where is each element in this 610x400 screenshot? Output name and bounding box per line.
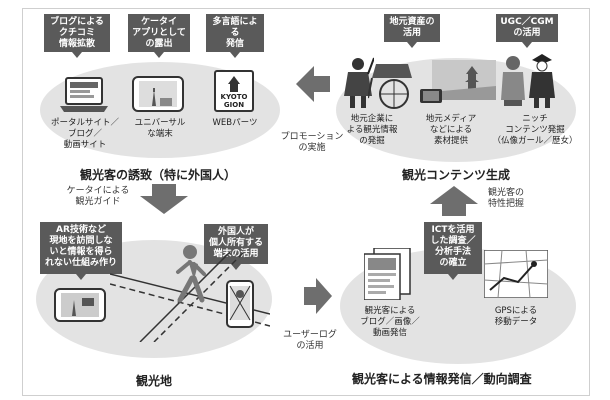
label-tourist-blog: 観光客による ブログ／画像／ 動画発信 <box>360 306 420 338</box>
label-universal-device: ユニバーサル な端末 <box>134 118 186 139</box>
pagoda-scene-icon <box>432 60 496 100</box>
callout-local-assets: 地元資産の 活用 <box>384 14 440 48</box>
smartphone-icon <box>132 76 184 112</box>
promotion-arrow <box>296 64 330 104</box>
rickshaw-icon <box>367 58 418 110</box>
kyoto-gion-badge-icon: KYOTO GION <box>214 70 254 112</box>
buddha-figure-icon <box>500 54 526 106</box>
badge-text: KYOTO GION <box>220 93 248 109</box>
title-attract-tourists: 観光客の誘致（特に外国人） <box>80 168 237 182</box>
walking-person-icon <box>168 244 208 304</box>
title-content-generation: 観光コンテンツ生成 <box>402 168 511 182</box>
blog-documents-icon <box>363 247 412 301</box>
ar-phone-icon <box>54 288 106 322</box>
title-tourist-spot: 観光地 <box>136 374 173 388</box>
portrait-phone-icon <box>226 280 254 328</box>
label-local-media: 地元メディア などによる 素材提供 <box>425 114 477 146</box>
callout-ar-tech: AR技術など 現地を訪問しな いと情報を得ら れない仕組み作り <box>40 222 122 280</box>
warrior-woman-icon <box>528 54 556 108</box>
callout-ugc-cgm: UGC／CGM の活用 <box>496 14 558 48</box>
label-mobile-guide: ケータイによる 観光ガイド <box>66 186 130 207</box>
label-promotion: プロモーション の実施 <box>280 132 344 153</box>
callout-personal-device: 外国人が 個人所有する 端末の活用 <box>204 224 268 270</box>
media-phone-icon <box>420 88 442 103</box>
callout-multilingual: 多言語によ る 発信 <box>206 14 264 58</box>
title-info-dissemination: 観光客による情報発信／動向調査 <box>352 372 532 386</box>
label-web-parts: WEBパーツ <box>212 118 258 128</box>
label-local-companies: 地元企業に よる観光情報 の発掘 <box>346 114 398 146</box>
traits-arrow <box>430 186 478 216</box>
samurai-figure-icon <box>342 56 375 108</box>
userlog-arrow <box>304 278 332 314</box>
label-niche-content: ニッチ コンテンツ発掘 （仏像ガール／歴女） <box>492 114 578 146</box>
callout-app-exposure: ケータイ アプリとして の露出 <box>128 14 190 58</box>
label-userlog: ユーザーログ の活用 <box>283 330 337 351</box>
laptop-icon <box>60 76 108 116</box>
guide-arrow <box>140 184 188 214</box>
label-traits: 観光客の 特性把握 <box>488 188 525 209</box>
label-portal: ポータルサイト／ ブログ／ 動画サイト <box>50 118 119 150</box>
callout-blog-spread: ブログによる クチコミ 情報拡散 <box>44 14 110 58</box>
callout-ict-analysis: ICTを活用 した調査／ 分析手法 の確立 <box>424 222 482 280</box>
label-gps-data: GPSによる 移動データ <box>494 306 538 327</box>
gps-map-icon <box>483 249 549 299</box>
